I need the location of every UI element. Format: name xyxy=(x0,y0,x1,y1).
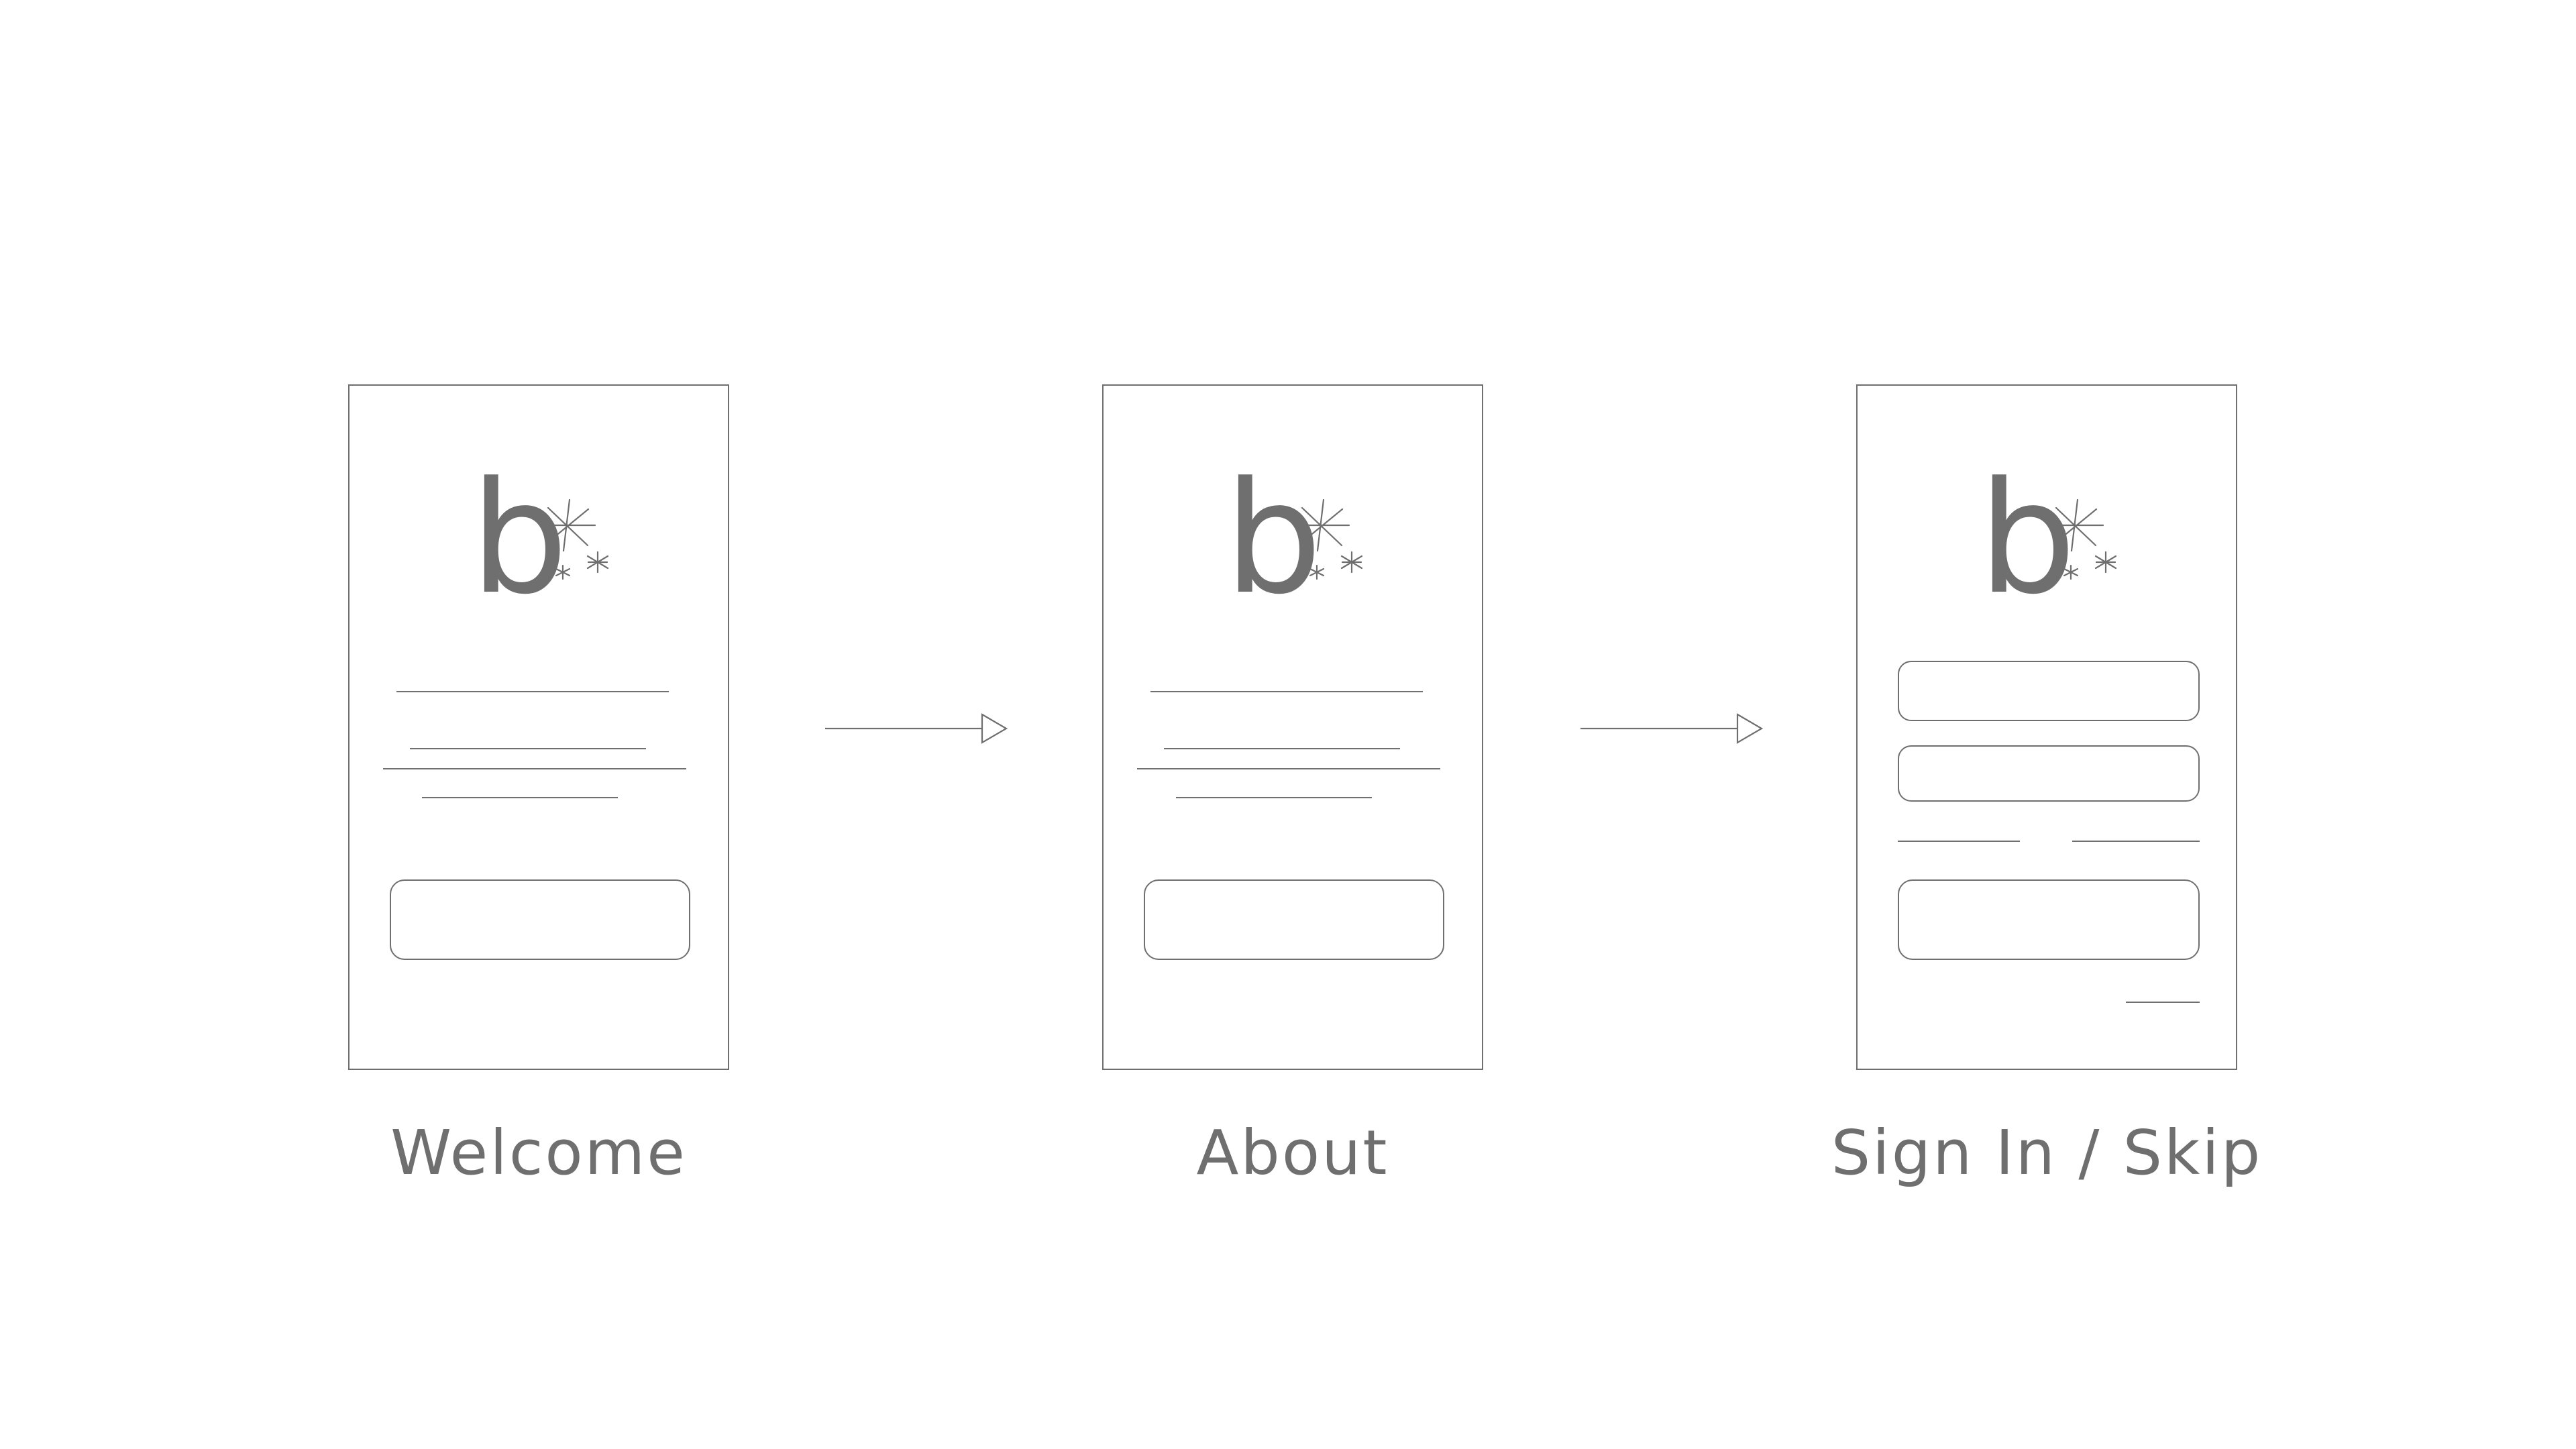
skip-link[interactable] xyxy=(2126,1002,2200,1003)
sign-in-button[interactable] xyxy=(1898,879,2200,960)
sign-up-link[interactable] xyxy=(2072,841,2200,842)
flow-arrow xyxy=(1580,708,1768,749)
arrow-right-icon xyxy=(1580,713,1764,744)
username-field[interactable] xyxy=(1898,661,2200,721)
logo: b xyxy=(470,462,645,621)
screen-caption-about: About xyxy=(1196,1117,1389,1189)
arrow-right-icon xyxy=(825,713,1008,744)
screen-caption-welcome: Welcome xyxy=(390,1117,687,1189)
logo: b xyxy=(1224,462,1399,621)
continue-button[interactable] xyxy=(390,879,690,960)
flow-arrow xyxy=(825,708,1013,749)
text-line xyxy=(1164,748,1400,749)
password-field[interactable] xyxy=(1898,745,2200,802)
text-line xyxy=(383,768,686,769)
sparkle-icon xyxy=(540,498,609,580)
text-line-heading xyxy=(1150,691,1423,692)
text-line xyxy=(1176,797,1372,798)
screen-welcome: b xyxy=(348,384,729,1070)
text-line-heading xyxy=(396,691,669,692)
continue-button[interactable] xyxy=(1144,879,1444,960)
screen-sign-in: b xyxy=(1856,384,2237,1070)
screen-about: b xyxy=(1102,384,1483,1070)
screen-caption-sign-in: Sign In / Skip xyxy=(1831,1117,2263,1189)
text-line xyxy=(1137,768,1440,769)
text-line xyxy=(410,748,646,749)
text-line xyxy=(422,797,618,798)
forgot-password-link[interactable] xyxy=(1898,841,2020,842)
sparkle-icon xyxy=(1294,498,1363,580)
logo: b xyxy=(1978,462,2153,621)
sparkle-icon xyxy=(2048,498,2117,580)
